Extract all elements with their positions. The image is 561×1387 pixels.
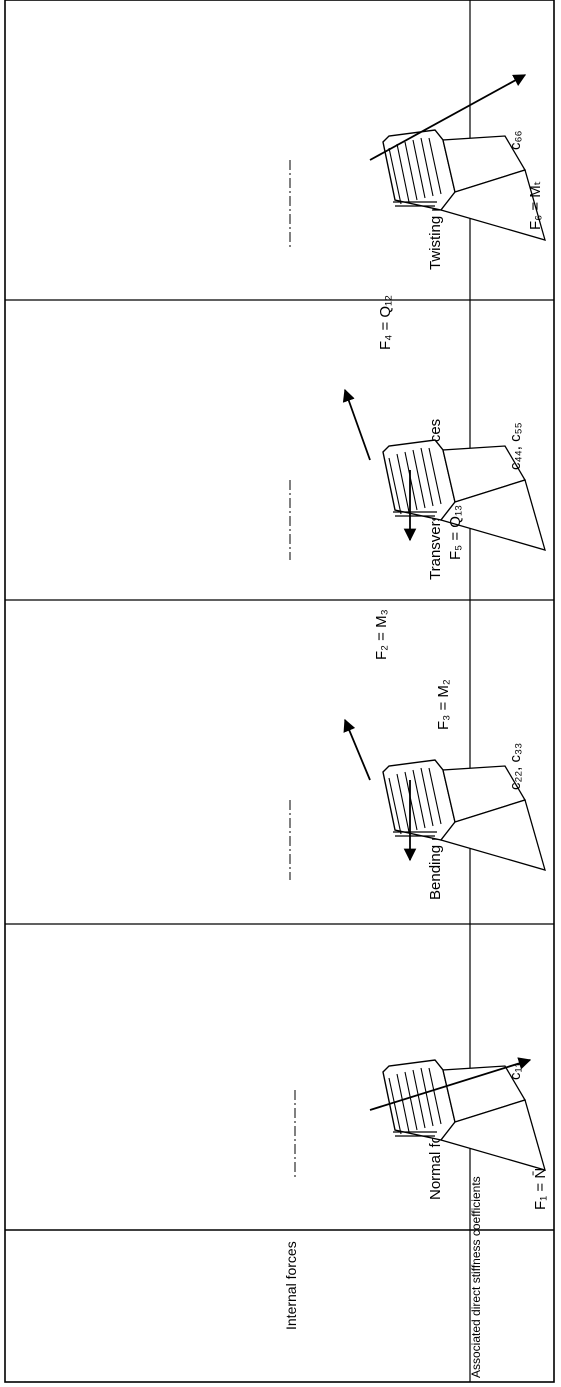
- label-f3: F₃ = M₂: [435, 679, 452, 730]
- coef-c44-c55: c₄₄, c₅₅: [507, 422, 524, 470]
- internal-forces-label: Internal forces: [283, 1241, 299, 1330]
- coef-c22-c33: c₂₂, c₃₃: [507, 743, 524, 790]
- label-f6: F₆ = Mₜ: [527, 181, 544, 230]
- label-f1: F₁ = N̄: [532, 1168, 549, 1210]
- label-f2: F₂ = M₃: [373, 609, 390, 660]
- cell-twisting-moment: Twisting moment F₆ = Mₜ c₆₆: [289, 74, 546, 270]
- cell-shear-forces: Transverse shear forces F₅ = Q₁₃ F₄ = Q₁…: [289, 295, 546, 580]
- internal-forces-table: Normal force F₁ = N̄ c₁₁ Bending moments…: [4, 0, 555, 1383]
- cell-normal-force: Normal force F₁ = N̄ c₁₁: [294, 1057, 549, 1210]
- coef-c66: c₆₆: [507, 130, 524, 150]
- label-f5: F₅ = Q₁₃: [447, 505, 464, 560]
- label-f4: F₄ = Q₁₂: [377, 295, 394, 350]
- force-arrow-f1: [369, 1057, 532, 1111]
- cell-bending-moments: Bending moments F₃ = M₂ F₂ = M₃ c₂₂, c₃₃: [289, 609, 546, 900]
- stiffness-coeffs-label: Associated direct stiffness coefficients: [469, 1176, 483, 1378]
- coef-c11: c₁₁: [507, 1062, 524, 1080]
